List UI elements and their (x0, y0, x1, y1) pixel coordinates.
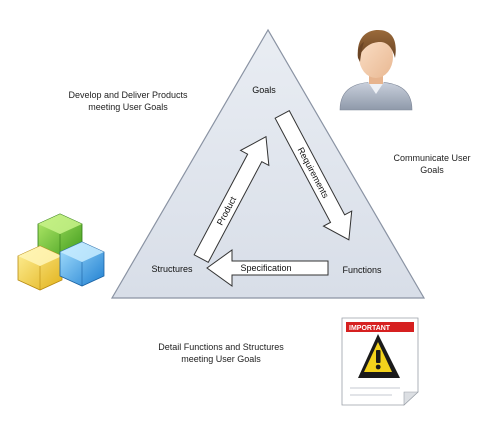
important-label: IMPORTANT (349, 325, 391, 332)
goals-node-label: Goals (252, 85, 276, 95)
detail-caption-line-1: Detail Functions and Structures (158, 342, 284, 352)
develop-products-caption: Develop and Deliver Products meeting Use… (58, 89, 198, 113)
develop-caption-line-2: meeting User Goals (88, 102, 168, 112)
functions-node-label: Functions (342, 265, 382, 275)
develop-caption-line-1: Develop and Deliver Products (68, 90, 188, 100)
specification-arrow-label: Specification (240, 263, 291, 273)
detail-caption-line-2: meeting User Goals (181, 354, 261, 364)
user-avatar-icon (339, 30, 413, 111)
communicate-caption-line-2: Goals (420, 165, 444, 175)
specification-arrow: Specification (206, 249, 329, 287)
detail-functions-caption: Detail Functions and Structures meeting … (146, 341, 296, 365)
important-warning-document-icon: IMPORTANT (341, 317, 419, 406)
structures-node-label: Structures (151, 264, 193, 274)
stacked-cubes-icon (17, 213, 105, 291)
communicate-caption-line-1: Communicate User (393, 153, 471, 163)
communicate-goals-caption: Communicate User Goals (387, 152, 477, 176)
